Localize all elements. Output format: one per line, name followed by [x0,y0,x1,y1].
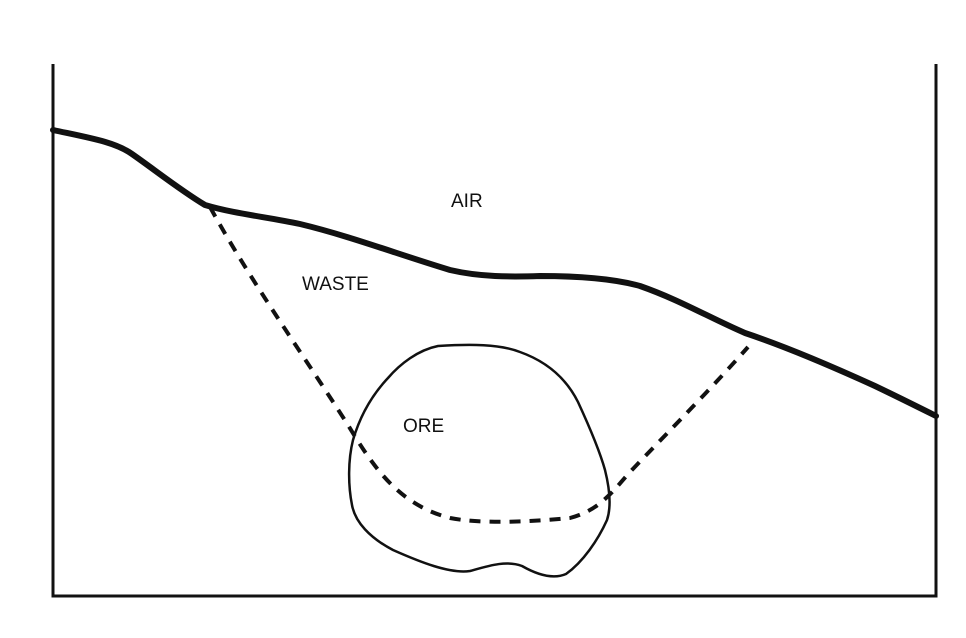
ground-surface-line [50,127,939,419]
ore-label: ORE [403,416,444,437]
section-frame [51,64,938,598]
ore-body-outline [347,343,611,578]
pit-outline-dashed [208,206,750,524]
waste-label: WASTE [302,274,369,295]
air-label: AIR [451,191,483,212]
